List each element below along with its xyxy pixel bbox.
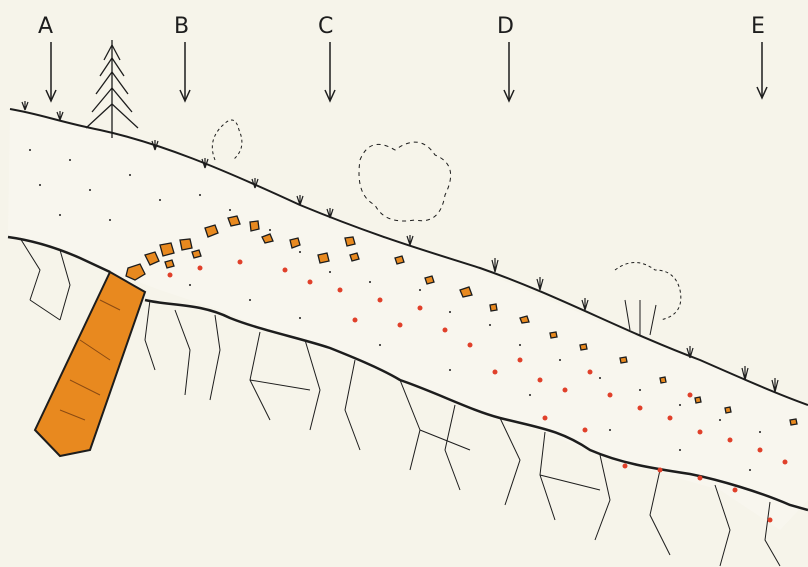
label-d: D: [497, 14, 514, 39]
marker-e: E: [751, 14, 767, 98]
marker-d: D: [497, 14, 514, 101]
marker-b: B: [174, 14, 190, 101]
label-a: A: [38, 14, 53, 39]
marker-a: A: [38, 14, 56, 101]
ore-vein: [35, 272, 145, 456]
marker-c: C: [318, 14, 335, 101]
label-e: E: [751, 14, 765, 39]
label-b: B: [174, 14, 189, 39]
spruce-tree-icon: [86, 40, 138, 138]
label-c: C: [318, 14, 333, 39]
